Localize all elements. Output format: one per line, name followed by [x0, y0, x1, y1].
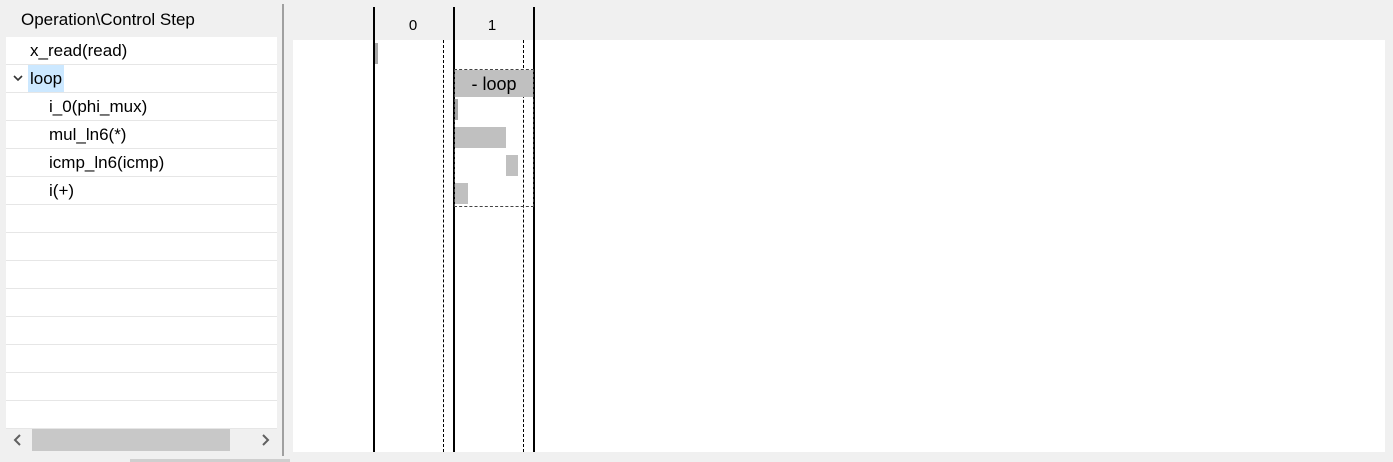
- chevron-down-icon[interactable]: [12, 65, 24, 102]
- tree-row-label: icmp_ln6(icmp): [49, 153, 165, 172]
- tree-row-label: mul_ln6(*): [49, 125, 127, 144]
- scroll-right-icon[interactable]: [257, 429, 273, 451]
- step-boundary-line: [373, 7, 375, 452]
- op-bar-i[interactable]: [455, 183, 468, 204]
- op-bar-x-read[interactable]: [375, 43, 378, 64]
- tree-row-empty: [6, 233, 277, 261]
- vertical-scrollbar[interactable]: [1387, 0, 1393, 462]
- tree-row-label: loop: [28, 65, 65, 92]
- tree-row-empty: [6, 317, 277, 345]
- operation-tree-panel: Operation\Control Step x_read(read) loop…: [0, 0, 283, 462]
- tree-row-empty: [6, 261, 277, 289]
- step-boundary-line: [533, 7, 535, 452]
- step-label-1: 1: [487, 17, 497, 34]
- tree-row-empty: [6, 289, 277, 317]
- tree-row-empty: [6, 345, 277, 373]
- control-step-header: 0 1: [293, 4, 1385, 38]
- schedule-chart: [293, 40, 1385, 452]
- tree-row-i0[interactable]: i_0(phi_mux): [6, 93, 277, 121]
- tree-row-empty: [6, 373, 277, 401]
- loop-header-bar[interactable]: - loop: [455, 70, 533, 97]
- step-dashed-line: [443, 40, 444, 452]
- tree-row-label: x_read(read): [30, 41, 128, 60]
- tree-row-x-read[interactable]: x_read(read): [6, 37, 277, 65]
- tree-header[interactable]: Operation\Control Step: [6, 4, 276, 36]
- op-bar-i0[interactable]: [455, 99, 458, 120]
- tree-row-icmp-ln6[interactable]: icmp_ln6(icmp): [6, 149, 277, 177]
- divider: [130, 459, 290, 462]
- tree-row-mul-ln6[interactable]: mul_ln6(*): [6, 121, 277, 149]
- step-boundary-line: [453, 7, 455, 452]
- tree-row-label: i_0(phi_mux): [49, 97, 148, 116]
- scroll-left-icon[interactable]: [10, 429, 26, 451]
- panel-splitter[interactable]: [282, 4, 284, 456]
- tree-row-empty: [6, 205, 277, 233]
- op-bar-mul-ln6[interactable]: [455, 127, 506, 148]
- tree-body: x_read(read) loop i_0(phi_mux) mul_ln6(*…: [6, 37, 277, 429]
- step-label-0: 0: [408, 17, 418, 34]
- loop-region: [454, 69, 534, 207]
- step-dashed-line: [523, 40, 524, 452]
- scrollbar-thumb[interactable]: [32, 429, 230, 451]
- op-bar-icmp-ln6[interactable]: [506, 155, 518, 176]
- horizontal-scrollbar[interactable]: [6, 429, 277, 451]
- tree-row-label: i(+): [49, 181, 75, 200]
- tree-row-empty: [6, 401, 277, 429]
- tree-row-i[interactable]: i(+): [6, 177, 277, 205]
- tree-row-loop[interactable]: loop: [6, 65, 277, 93]
